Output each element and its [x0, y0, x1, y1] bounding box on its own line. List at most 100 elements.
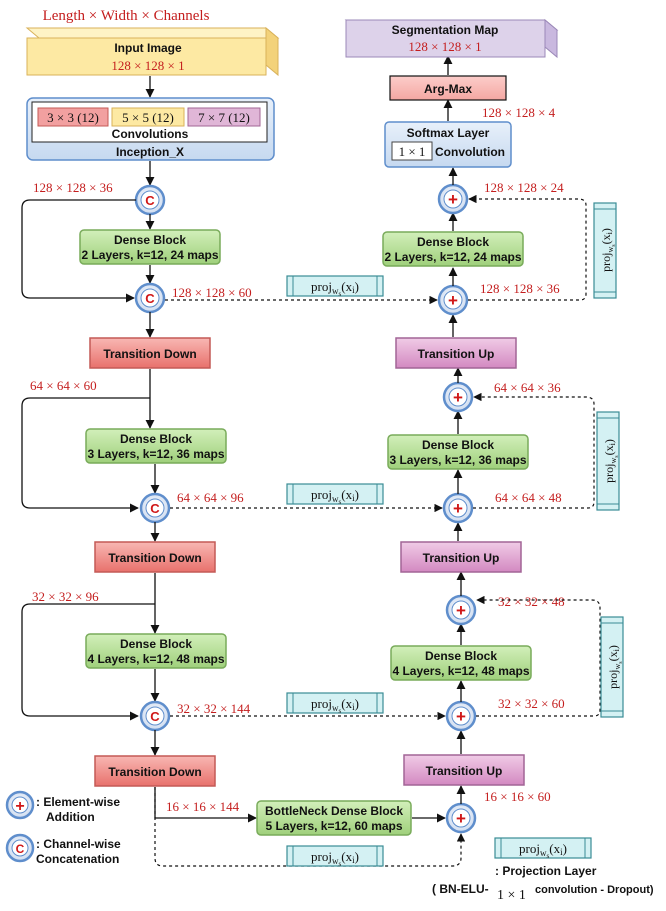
legend-projection-line2c: convolution - Dropout) — [535, 884, 654, 896]
inception-block: 3 × 3 (12) 5 × 5 (12) 7 × 7 (12) Convolu… — [26, 97, 275, 161]
proj-subsub: s — [614, 455, 620, 458]
enc-dims-1-out: 128 × 128 × 60 — [172, 285, 252, 300]
transition-down-2-label: Transition Down — [108, 551, 201, 565]
segmentation-map-dims: 128 × 128 × 1 — [408, 39, 481, 54]
concat-symbol: C — [150, 501, 160, 516]
segmentation-map-title: Segmentation Map — [392, 23, 499, 37]
enc-dense-block-1-sub: 2 Layers, k=12, 24 maps — [81, 248, 218, 262]
proj-base: proj — [311, 849, 332, 864]
svg-text:projws(xi): projws(xi) — [311, 849, 359, 868]
enc-dims-1-in: 128 × 128 × 36 — [33, 180, 113, 195]
proj-subsub: s — [611, 244, 617, 247]
proj-base: proj — [311, 279, 332, 294]
proj-subsub: s — [339, 498, 342, 506]
plus-symbol: + — [453, 499, 463, 518]
dec-dense-block-3-title: Dense Block — [425, 649, 497, 663]
proj-close: ) — [355, 279, 359, 294]
proj-base: proj — [311, 696, 332, 711]
bottleneck-sub: 5 Layers, k=12, 60 maps — [265, 819, 402, 833]
transition-down-1-label: Transition Down — [103, 347, 196, 361]
enc-dims-2-out: 64 × 64 × 96 — [177, 490, 244, 505]
dec-dense-block-1-sub: 2 Layers, k=12, 24 maps — [384, 250, 521, 264]
proj-arg: (x — [549, 841, 560, 856]
kernel-5x5-label: 5 × 5 (12) — [122, 110, 174, 125]
legend-concat-line2: Concatenation — [36, 852, 119, 866]
transition-up-2-label: Transition Up — [423, 551, 500, 565]
segmentation-map-block: Segmentation Map 128 × 128 × 1 — [344, 18, 559, 59]
concat-op-enc-1a: C — [134, 184, 166, 216]
svg-text:projws(xi): projws(xi) — [606, 645, 624, 689]
dec-dims-1-add: 128 × 128 × 36 — [480, 281, 560, 296]
kernel-3x3-label: 3 × 3 (12) — [47, 110, 99, 125]
proj-argsub: i — [352, 855, 355, 865]
enc-dense-block-2-sub: 3 Layers, k=12, 36 maps — [87, 447, 224, 461]
concat-symbol: C — [145, 291, 155, 306]
add-op-dec-3a: + — [445, 700, 477, 732]
proj-subsub: s — [339, 860, 342, 868]
input-image-title: Input Image — [114, 41, 182, 55]
legend-addition-line2: Addition — [46, 810, 95, 824]
projection-layer-v3: projws(xi) — [600, 616, 624, 718]
proj-subsub: s — [339, 707, 342, 715]
bottleneck-dense-block: BottleNeck Dense Block 5 Layers, k=12, 6… — [256, 800, 412, 836]
softmax-conv-label: Convolution — [435, 145, 505, 159]
proj-argsub: i — [352, 285, 355, 295]
concat-op-enc-2: C — [139, 492, 171, 524]
dec-dense-block-1-title: Dense Block — [417, 235, 489, 249]
svg-text:projws(xi): projws(xi) — [311, 279, 359, 298]
plus-symbol: + — [448, 291, 458, 310]
add-op-dec-2a: + — [442, 492, 474, 524]
proj-arg: (x — [341, 696, 352, 711]
transition-up-3-label: Transition Up — [426, 764, 503, 778]
legend-addition: + : Element-wise Addition — [5, 790, 120, 824]
svg-text:projws(xi): projws(xi) — [311, 487, 359, 506]
enc-dense-block-2: Dense Block 3 Layers, k=12, 36 maps — [85, 428, 227, 464]
legend-projection-line2b: 1 × 1 — [497, 888, 526, 903]
dec-dims-2-out: 64 × 64 × 36 — [494, 380, 561, 395]
bottleneck-up-dims: 16 × 16 × 60 — [484, 789, 551, 804]
transition-up-1-label: Transition Up — [418, 347, 495, 361]
proj-close: ) — [355, 696, 359, 711]
bottleneck-dims: 16 × 16 × 144 — [166, 799, 240, 814]
legend-concat-line1: : Channel-wise — [36, 837, 121, 851]
softmax-title: Softmax Layer — [407, 126, 490, 140]
proj-base: proj — [602, 464, 616, 483]
proj-argsub: i — [608, 442, 617, 445]
dec-dims-3-out: 32 × 32 × 48 — [498, 594, 565, 609]
enc-dense-block-3: Dense Block 4 Layers, k=12, 48 maps — [85, 633, 227, 669]
softmax-layer: Softmax Layer 1 × 1 Convolution — [384, 121, 512, 168]
proj-close: ) — [355, 487, 359, 502]
proj-sub: w — [609, 458, 618, 464]
softmax-dims: 128 × 128 × 4 — [482, 105, 556, 120]
projection-layer-h1: projws(xi) — [286, 275, 384, 298]
proj-close: ) — [563, 841, 567, 856]
inception-name-label: Inception_X — [116, 145, 184, 159]
kernel-7x7-label: 7 × 7 (12) — [198, 110, 250, 125]
enc-dims-2-in: 64 × 64 × 60 — [30, 378, 97, 393]
proj-argsub: i — [560, 847, 563, 857]
transition-down-2: Transition Down — [94, 541, 216, 573]
proj-subsub: s — [547, 852, 550, 860]
dec-dense-block-2-title: Dense Block — [422, 438, 494, 452]
proj-subsub: s — [618, 661, 624, 664]
dec-dense-block-1: Dense Block 2 Layers, k=12, 24 maps — [382, 231, 524, 267]
enc-dims-3-out: 32 × 32 × 144 — [177, 701, 251, 716]
transition-up-1: Transition Up — [395, 337, 517, 369]
transition-down-3: Transition Down — [94, 755, 216, 787]
proj-arg: (x — [602, 445, 616, 455]
dec-dense-block-3-sub: 4 Layers, k=12, 48 maps — [392, 664, 529, 678]
legend-concat: C : Channel-wise Concatenation — [5, 833, 121, 866]
projection-layer-h2: projws(xi) — [286, 483, 384, 506]
concat-symbol: C — [145, 193, 155, 208]
concat-symbol: C — [16, 842, 25, 856]
enc-dense-block-1-title: Dense Block — [114, 233, 186, 247]
proj-sub: w — [613, 664, 622, 670]
proj-sub: w — [540, 848, 547, 858]
softmax-kernel: 1 × 1 — [399, 144, 426, 159]
transition-up-3: Transition Up — [403, 754, 525, 786]
proj-sub: w — [332, 856, 339, 866]
projection-layer-h4: projws(xi) — [286, 845, 384, 868]
enc-dense-block-3-sub: 4 Layers, k=12, 48 maps — [87, 652, 224, 666]
proj-subsub: s — [339, 290, 342, 298]
proj-argsub: i — [352, 493, 355, 503]
